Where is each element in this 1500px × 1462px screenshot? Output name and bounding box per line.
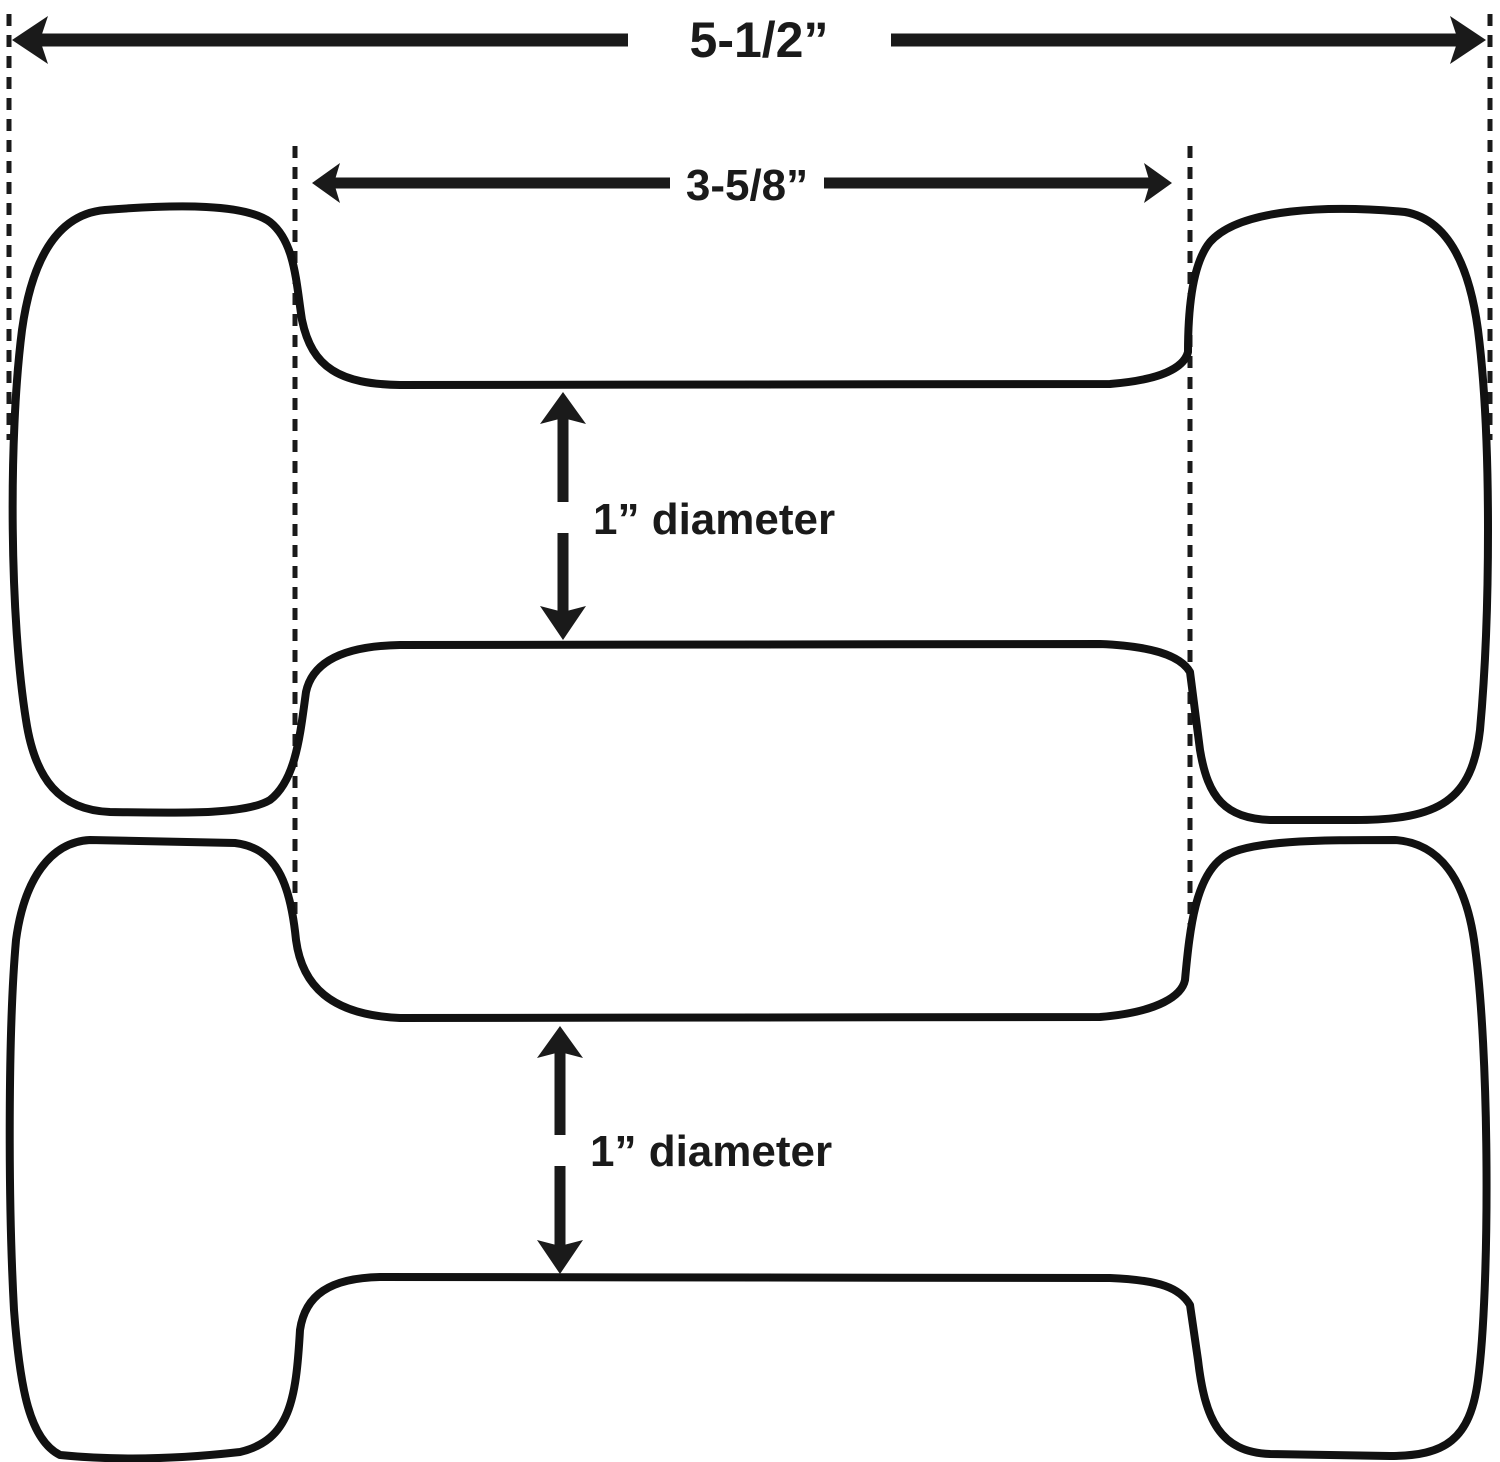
top-diameter-label: 1” diameter: [593, 495, 835, 544]
bottom-diameter-label: 1” diameter: [590, 1127, 832, 1176]
top-diameter-up-arrowhead: [540, 392, 586, 424]
handle-length-label: 3-5/8”: [686, 161, 808, 210]
overall-left-arrowhead: [12, 16, 48, 64]
overall-length-label: 5-1/2”: [690, 12, 829, 68]
bottom-diameter-down-arrowhead: [537, 1240, 583, 1274]
overall-right-arrowhead: [1450, 16, 1486, 64]
top-diameter-down-arrowhead: [540, 606, 586, 640]
bottom-diameter-up-arrowhead: [537, 1026, 583, 1058]
top-dumbbell-outline: [8, 202, 1492, 824]
handle-left-arrowhead: [312, 163, 340, 203]
handle-right-arrowhead: [1144, 163, 1172, 203]
bottom-dumbbell-outline: [5, 836, 1491, 1462]
